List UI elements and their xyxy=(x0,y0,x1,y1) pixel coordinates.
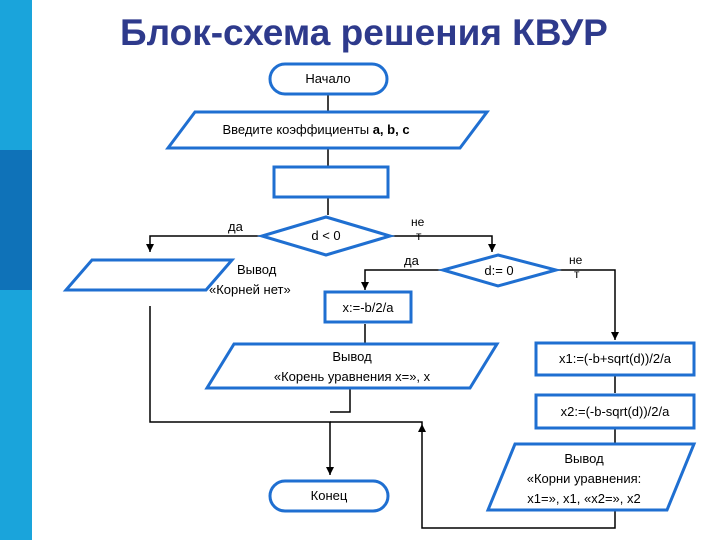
arrowhead xyxy=(488,244,496,252)
input-label-vars: a, b, c xyxy=(372,122,410,137)
no-roots-output-parallelogram xyxy=(62,258,236,292)
decision-d-negative xyxy=(256,215,396,257)
one-root-output-parallelogram xyxy=(204,342,500,390)
side-accent-bar-dark xyxy=(0,150,32,290)
arrowhead xyxy=(418,424,426,432)
arrowhead xyxy=(326,467,334,475)
no-label-first-bottom: т xyxy=(416,229,422,243)
connector-yes-noroots xyxy=(149,235,262,252)
assign-x-block xyxy=(323,290,413,324)
start-terminator xyxy=(268,62,389,96)
condition-d-negative-label: d < 0 xyxy=(311,228,341,243)
no-label-second-bottom: т xyxy=(574,267,580,281)
decision-d-zero xyxy=(437,253,562,288)
two-roots-output-title: Вывод xyxy=(564,451,604,466)
connector-tworoots-merge xyxy=(330,421,616,529)
end-terminator xyxy=(268,479,390,513)
start-label: Начало xyxy=(305,71,351,86)
connector-noroots-end xyxy=(149,306,331,475)
no-label-second-top: не xyxy=(569,253,583,267)
two-roots-output-parallelogram xyxy=(485,442,697,512)
arrowhead xyxy=(361,282,369,290)
assign-x-label: x:=-b/2/a xyxy=(342,300,394,315)
assign-x1-label: x1:=(-b+sqrt(d))/2/a xyxy=(559,351,671,366)
end-label: Конец xyxy=(310,488,348,503)
connector-no-x1 xyxy=(556,269,616,340)
arrowhead xyxy=(611,332,619,340)
condition-d-zero-label: d:= 0 xyxy=(484,263,514,278)
compute-discriminant-block xyxy=(272,165,390,199)
yes-label-first: да xyxy=(228,219,243,234)
no-roots-output-title: Вывод xyxy=(237,262,277,277)
input-parallelogram xyxy=(165,110,490,150)
connector-oneroot-merge xyxy=(330,388,351,413)
slide-title: Блок-схема решения КВУР xyxy=(120,12,608,53)
arrowhead xyxy=(146,244,154,252)
input-label-prefix: Введите коэффициенты xyxy=(222,122,373,137)
yes-label-second: да xyxy=(404,253,419,268)
no-label-first-top: не xyxy=(411,215,425,229)
input-label: Введите коэффициенты a, b, c xyxy=(222,122,409,138)
no-roots-output-text: «Корней нет» xyxy=(209,282,291,297)
one-root-output-title: Вывод xyxy=(332,349,372,364)
connector-yes-assignx xyxy=(364,269,443,290)
assign-x1-block xyxy=(534,341,696,377)
connector-no-dzero xyxy=(390,235,493,252)
assign-x2-label: x2:=(-b-sqrt(d))/2/a xyxy=(560,404,670,419)
assign-x2-block xyxy=(534,393,696,430)
two-roots-output-line2: x1=», x1, «x2=», x2 xyxy=(527,491,641,506)
flowchart-arrowheads xyxy=(146,244,619,475)
one-root-output-text: «Корень уравнения x=», x xyxy=(273,369,431,384)
two-roots-output-line1: «Корни уравнения: xyxy=(526,471,642,486)
